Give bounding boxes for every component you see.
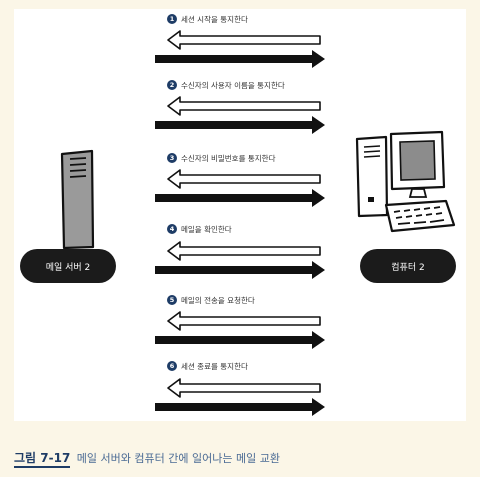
figure-caption-text: 메일 서버와 컴퓨터 간에 일어나는 메일 교환 <box>76 452 280 465</box>
arrow-pair-1 <box>155 30 325 68</box>
step-text: 세션 종료를 통지한다 <box>181 361 248 371</box>
step-label-5: 5 메일의 전송을 요청한다 <box>167 293 255 307</box>
diagram-panel: 1 세션 시작을 통지한다 2 수신자의 사용자 이름을 통지한다 3 수신자의… <box>14 9 466 421</box>
step-number-badge: 2 <box>167 80 177 90</box>
step-number-badge: 6 <box>167 361 177 371</box>
step-label-6: 6 세션 종료를 통지한다 <box>167 359 248 373</box>
solid-arrow-right <box>155 398 325 416</box>
step-label-3: 3 수신자의 비밀번호를 통지한다 <box>167 151 275 165</box>
step-text: 수신자의 비밀번호를 통지한다 <box>181 153 276 163</box>
solid-arrow-right <box>155 50 325 68</box>
outline-arrow-left <box>167 96 321 116</box>
step-number-badge: 4 <box>167 224 177 234</box>
solid-arrow-right <box>155 116 325 134</box>
computer-label: 컴퓨터 2 <box>360 249 456 283</box>
outline-arrow-left <box>167 311 321 331</box>
outline-arrow-left <box>167 30 321 50</box>
arrow-pair-6 <box>155 378 325 416</box>
solid-arrow-right <box>155 189 325 207</box>
step-label-1: 1 세션 시작을 통지한다 <box>167 12 248 26</box>
outline-arrow-left <box>167 241 321 261</box>
step-number-badge: 5 <box>167 295 177 305</box>
solid-arrow-right <box>155 261 325 279</box>
arrow-pair-3 <box>155 169 325 207</box>
step-text: 메일을 확인한다 <box>181 224 232 234</box>
mail-server-label: 메일 서버 2 <box>20 249 116 283</box>
step-number-badge: 3 <box>167 153 177 163</box>
arrow-pair-5 <box>155 311 325 349</box>
server-icon <box>60 149 95 250</box>
outline-arrow-left <box>167 378 321 398</box>
arrow-pair-2 <box>155 96 325 134</box>
step-text: 수신자의 사용자 이름을 통지한다 <box>181 80 285 90</box>
desktop-computer-icon <box>355 130 456 233</box>
step-text: 세션 시작을 통지한다 <box>181 14 248 24</box>
diagram-canvas <box>60 30 456 416</box>
solid-arrow-right <box>155 331 325 349</box>
step-label-4: 4 메일을 확인한다 <box>167 222 232 236</box>
figure-number: 그림 7-17 <box>14 451 71 468</box>
step-number-badge: 1 <box>167 14 177 24</box>
step-label-2: 2 수신자의 사용자 이름을 통지한다 <box>167 78 285 92</box>
arrow-pair-4 <box>155 241 325 279</box>
step-text: 메일의 전송을 요청한다 <box>181 295 255 305</box>
figure-caption: 그림 7-17 메일 서버와 컴퓨터 간에 일어나는 메일 교환 <box>14 449 280 468</box>
outline-arrow-left <box>167 169 321 189</box>
